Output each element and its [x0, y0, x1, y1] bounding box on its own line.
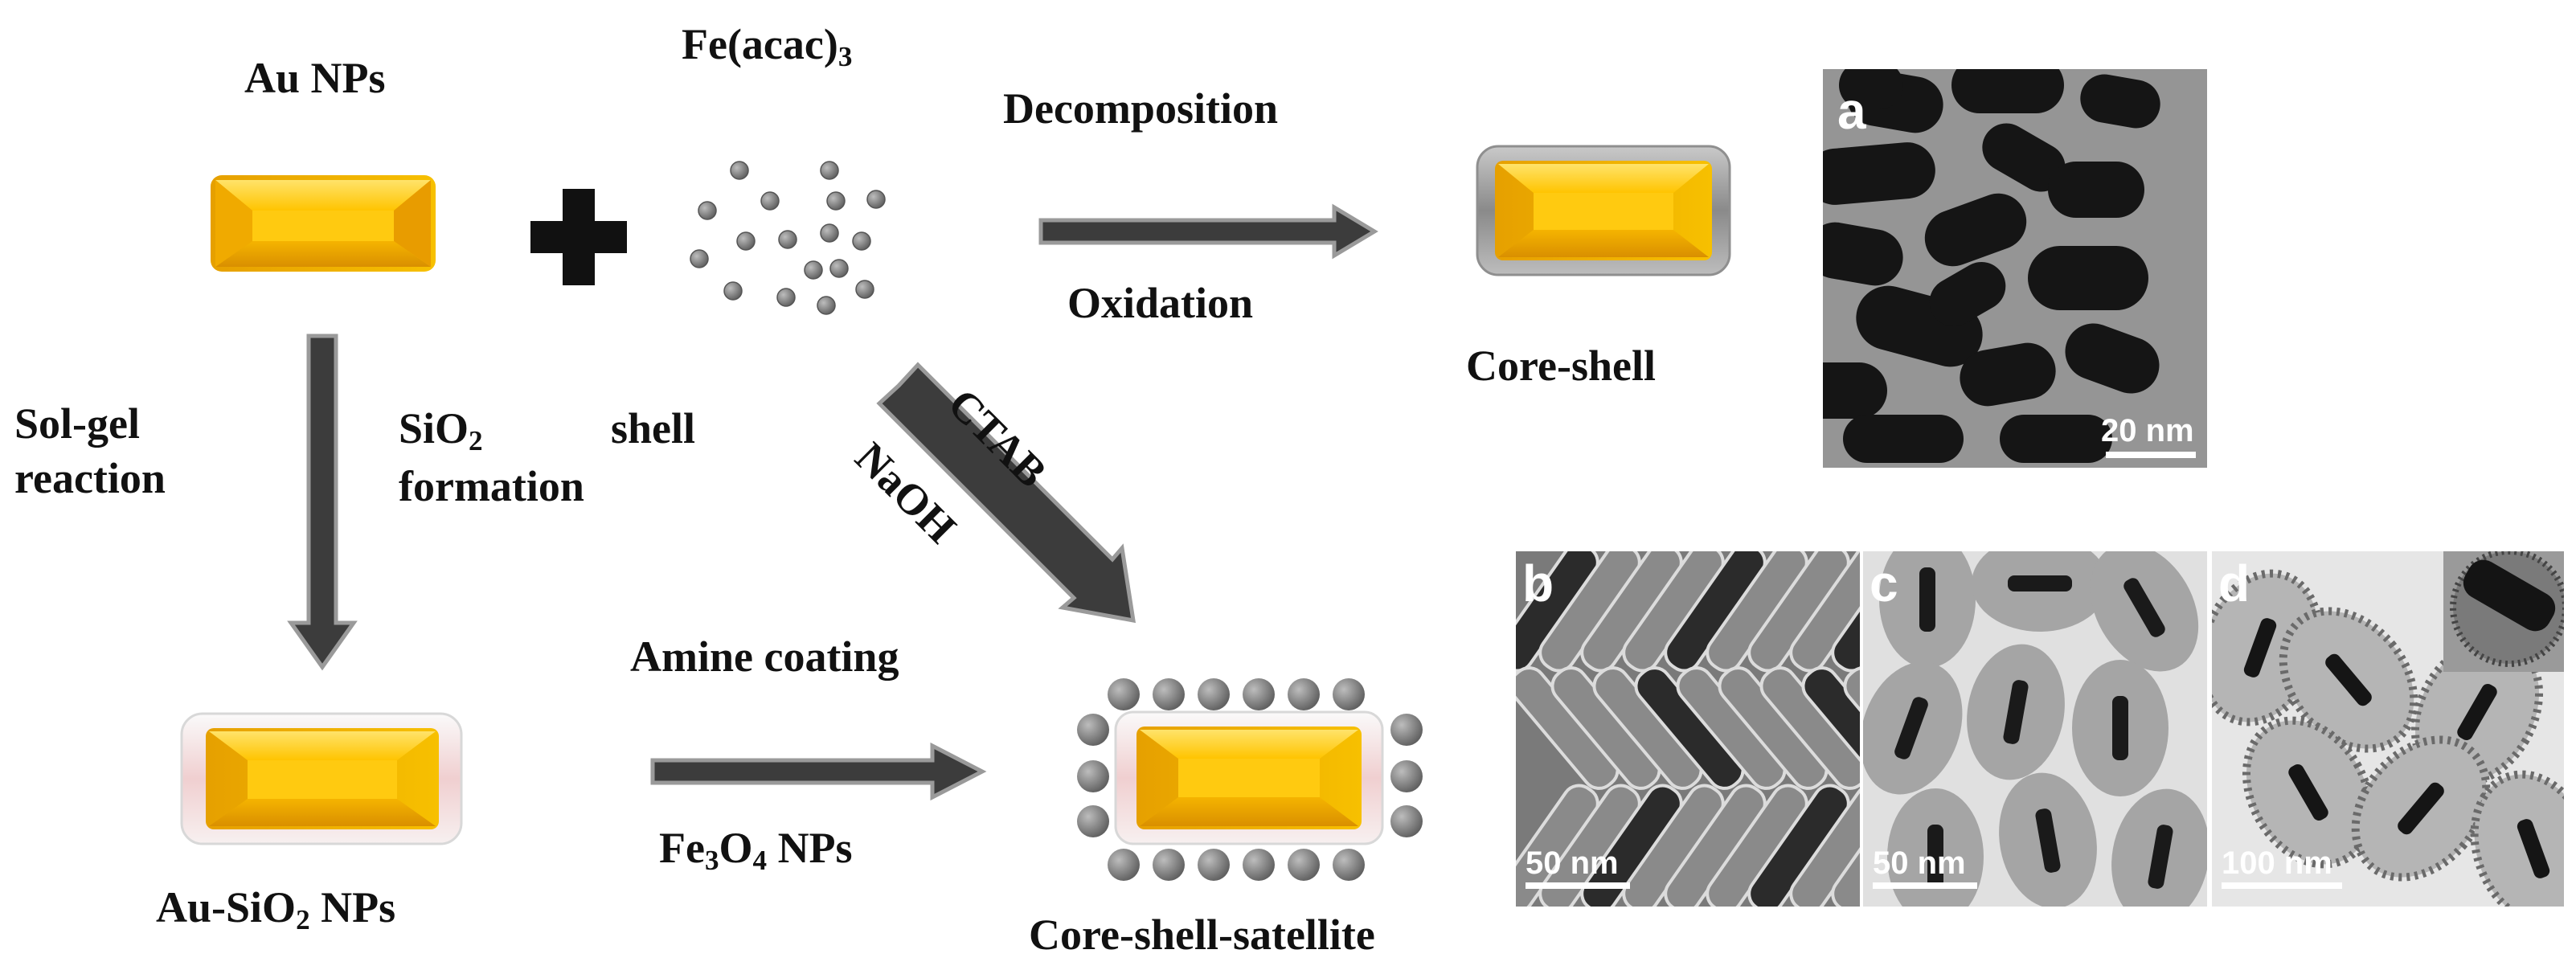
- label-core-shell-satellite: Core-shell-satellite: [1029, 911, 1375, 959]
- arrow-amine-coating: [650, 742, 987, 801]
- core-shell-particle-icon: [1476, 145, 1731, 276]
- arrow-sol-gel: [287, 334, 358, 671]
- label-au-sio2-nps: Au-SiO2 NPs: [156, 883, 396, 935]
- label-fe3o4-nps: Fe3O4 NPs: [659, 824, 853, 876]
- label-core-shell: Core-shell: [1466, 342, 1656, 390]
- label-formation: formation: [399, 462, 584, 510]
- label-decomposition: Decomposition: [1003, 84, 1278, 133]
- panel-letter-d: d: [2218, 555, 2250, 612]
- au-nanorod-icon: [211, 175, 436, 272]
- plus-icon: [530, 189, 627, 285]
- label-reaction: reaction: [14, 454, 166, 502]
- scale-bar-d: 100 nm: [2222, 847, 2342, 889]
- scale-bar-b: 50 nm: [1526, 847, 1630, 889]
- panel-letter-b: b: [1522, 555, 1554, 612]
- label-au-nps: Au NPs: [244, 54, 386, 102]
- label-oxidation: Oxidation: [1067, 279, 1254, 327]
- tem-image-d: d 100 nm: [2212, 551, 2564, 907]
- tem-image-c: c 50 nm: [1863, 551, 2207, 907]
- label-sol-gel: Sol-gel: [14, 399, 140, 448]
- au-sio2-particle-icon: [180, 712, 463, 845]
- scale-bar-c: 50 nm: [1873, 847, 1977, 889]
- tem-image-b: b 50 nm: [1516, 551, 1860, 907]
- label-shell: shell: [611, 404, 696, 452]
- scale-bar-a: 20 nm: [2101, 415, 2196, 458]
- fe-acac-molecules-icon: [690, 161, 886, 315]
- label-sio2: SiO2: [399, 404, 483, 456]
- label-fe-acac: Fe(acac)3: [682, 20, 853, 72]
- core-shell-satellite-particle-icon: [1077, 678, 1423, 881]
- arrow-decomposition: [1038, 203, 1378, 260]
- panel-letter-c: c: [1870, 555, 1898, 612]
- label-amine-coating: Amine coating: [630, 632, 899, 681]
- arrow-ctab-naoh: [876, 362, 1136, 624]
- tem-image-a: a 20 nm: [1823, 69, 2207, 468]
- panel-letter-a: a: [1837, 82, 1866, 140]
